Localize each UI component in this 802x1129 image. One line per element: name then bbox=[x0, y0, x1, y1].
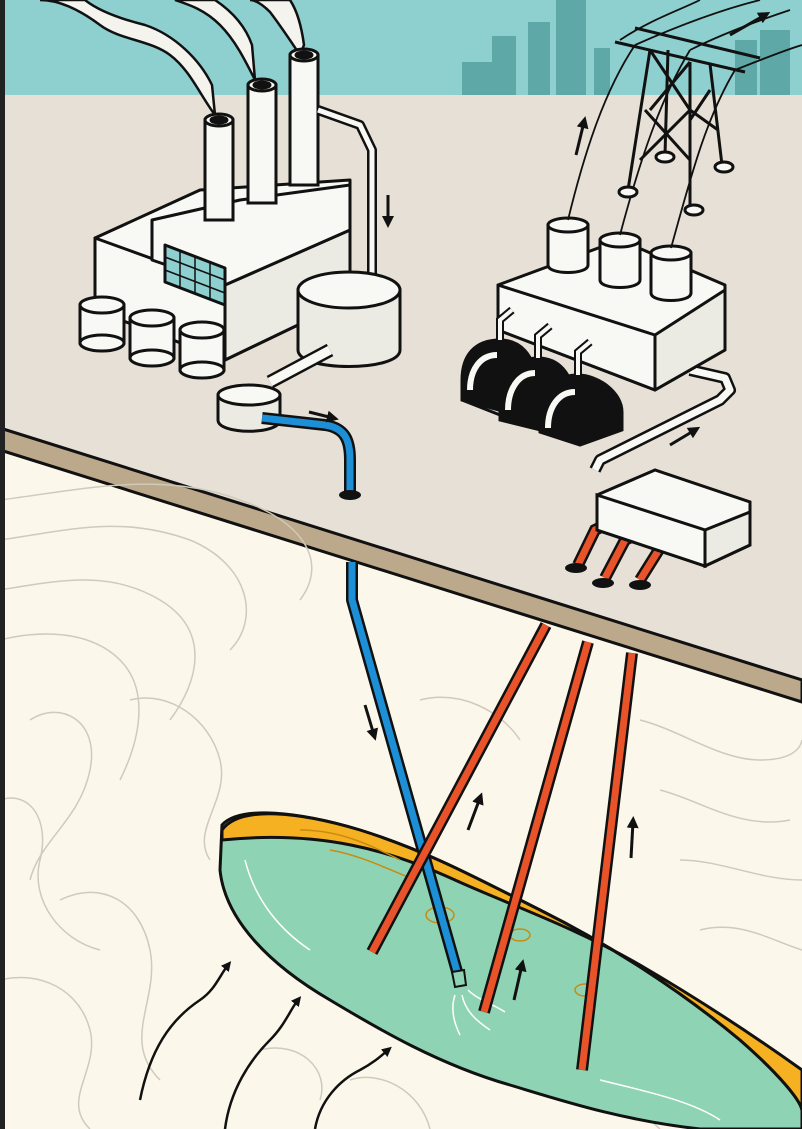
sky bbox=[0, 0, 802, 100]
injection-well-hole bbox=[339, 490, 361, 500]
frame-border bbox=[0, 0, 5, 1129]
